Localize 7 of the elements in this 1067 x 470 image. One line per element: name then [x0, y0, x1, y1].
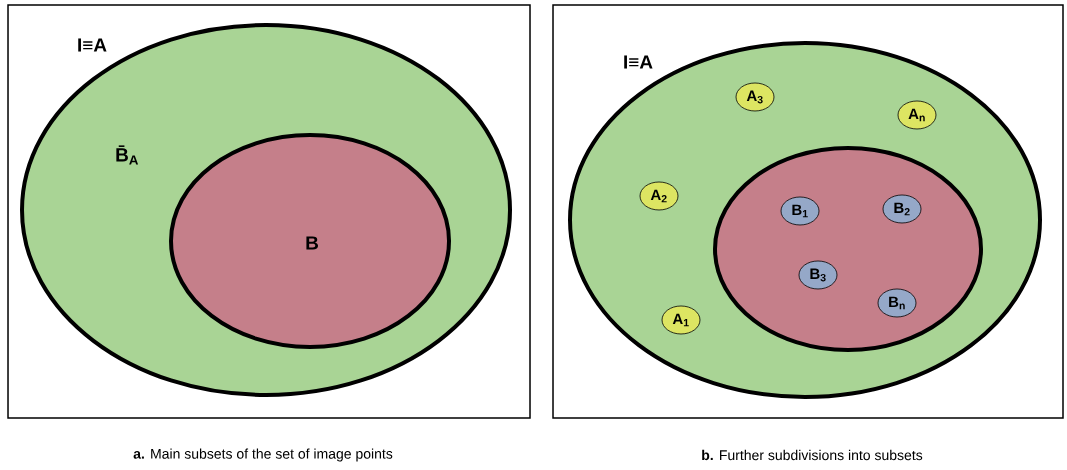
panel-label: a. Main subsets of the set of image points — [133, 448, 393, 462]
set-ellipse — [713, 146, 983, 352]
panel-label: b. Further subdivisions into subsets — [702, 449, 923, 461]
set-label: B̄$_{A}$ — [116, 145, 139, 165]
set-label: I≡A — [624, 55, 653, 69]
set-label: B — [306, 236, 318, 250]
set-label: I≡A — [78, 38, 107, 52]
